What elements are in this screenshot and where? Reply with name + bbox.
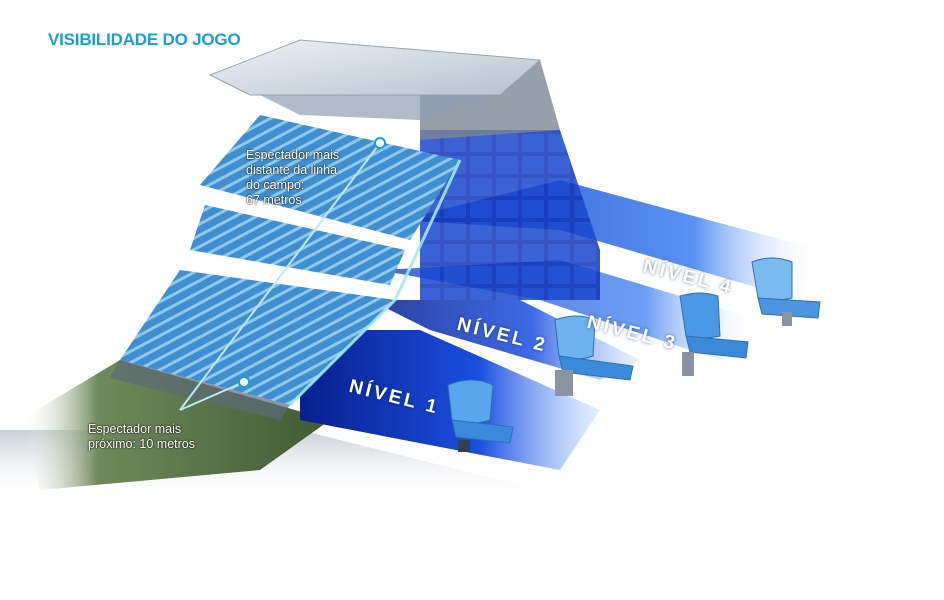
stand-base — [110, 360, 290, 420]
seat-level-2 — [554, 315, 634, 396]
building-frame — [420, 130, 600, 300]
farthest-spectator-callout: Espectador mais distante da linha do cam… — [246, 148, 339, 208]
nearest-spectator-callout: Espectador mais próximo: 10 metros — [88, 422, 195, 452]
callout-line: do campo: — [246, 178, 305, 192]
callout-line: Espectador mais — [88, 422, 182, 436]
farthest-marker — [374, 137, 386, 149]
callout-line: distante da linha — [246, 163, 338, 177]
infographic-title: VISIBILIDADE DO JOGO — [48, 30, 241, 49]
pitch — [20, 360, 330, 490]
stand-tier-middle — [190, 205, 405, 285]
callout-line: Espectador mais — [246, 148, 340, 162]
roof — [208, 39, 542, 96]
callout-line: próximo: 10 metros — [88, 437, 195, 451]
stand-edge — [288, 159, 462, 407]
seat-level-4 — [751, 257, 821, 326]
seat-level-1 — [447, 379, 514, 452]
stand-tier-top — [200, 115, 460, 240]
callout-line: 67 metros — [246, 193, 302, 207]
nearest-marker — [238, 376, 250, 388]
seat-level-3 — [679, 292, 749, 376]
callout-lines — [179, 142, 381, 411]
roof-truss — [260, 95, 500, 120]
stand-tier-lower — [120, 270, 395, 405]
